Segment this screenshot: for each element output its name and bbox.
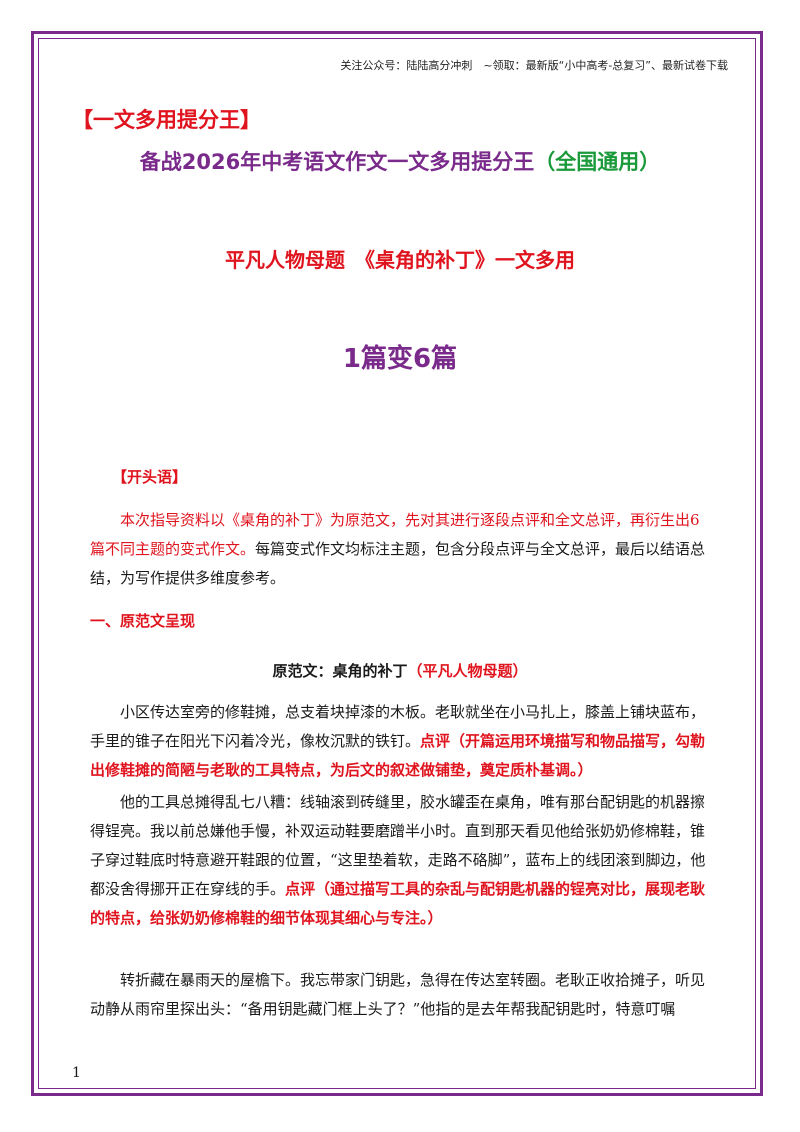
section-heading: 一、原范文呈现 [90, 612, 196, 630]
page-header: 关注公众号：陆陆高分冲刺 ~领取：最新版“小中高考-总复习”、最新试卷下载 [340, 59, 728, 72]
essay-paragraph-3: 转折藏在暴雨天的屋檐下。我忘带家门钥匙，急得在传达室转圈。老耿正收拾摊子，听见动… [90, 966, 712, 1024]
essay-paragraph-2: 他的工具总摊得乱七八糟：线轴滚到砖缝里，胶水罐歪在桌角，唯有那台配钥匙的机器擦得… [90, 788, 712, 933]
essay-title-tag: （平凡人物母题） [407, 662, 528, 680]
essay-p1-text: 小区传达室旁的修鞋摊，总支着块掉漆的木板。老耿就坐在小马扎上，膝盖上铺块蓝布，手… [90, 703, 706, 750]
opening-paragraph: 本次指导资料以《桌角的补丁》为原范文，先对其进行逐段点评和全文总评，再衍生出6篇… [90, 506, 712, 593]
essay-p2-comment: 点评（通过描写工具的杂乱与配钥匙机器的锃亮对比，展现老耿的特点，给张奶奶修棉鞋的… [90, 880, 706, 927]
essay-title: 原范文：桌角的补丁（平凡人物母题） [0, 660, 800, 681]
essay-paragraph-1: 小区传达室旁的修鞋摊，总支着块掉漆的木板。老耿就坐在小马扎上，膝盖上铺块蓝布，手… [90, 698, 712, 785]
essay-title-text: 原范文：桌角的补丁 [272, 662, 408, 680]
document-subtitle: 平凡人物母题 《桌角的补丁》一文多用 [225, 248, 575, 272]
page-border-inner [38, 38, 756, 1089]
essay-p2-text: 他的工具总摊得乱七八糟：线轴滚到砖缝里，胶水罐歪在桌角，唯有那台配钥匙的机器擦得… [90, 793, 706, 898]
big-title: 1篇变6篇 [342, 344, 458, 374]
document-title: 备战2026年中考语文作文一文多用提分王（全国通用） [0, 146, 800, 176]
page-border-outer [31, 31, 763, 1096]
series-tag: 【一文多用提分王】 [72, 108, 261, 132]
document-title-main: 备战2026年中考语文作文一文多用提分王 [139, 150, 535, 174]
essay-p3-text: 转折藏在暴雨天的屋檐下。我忘带家门钥匙，急得在传达室转圈。老耿正收拾摊子，听见动… [90, 971, 706, 1018]
opening-heading: 【开头语】 [112, 468, 188, 486]
opening-black-text: 每篇变式作文均标注主题，包含分段点评与全文总评，最后以结语总结，为写作提供多维度… [90, 540, 706, 587]
document-title-suffix: （全国通用） [534, 150, 661, 174]
essay-p1-comment: 点评（开篇运用环境描写和物品描写，勾勒出修鞋摊的简陋与老耿的工具特点，为后文的叙… [90, 732, 706, 779]
opening-red-text: 本次指导资料以《桌角的补丁》为原范文，先对其进行逐段点评和全文总评，再衍生出6篇… [90, 511, 700, 558]
page-number: 1 [72, 1065, 81, 1081]
